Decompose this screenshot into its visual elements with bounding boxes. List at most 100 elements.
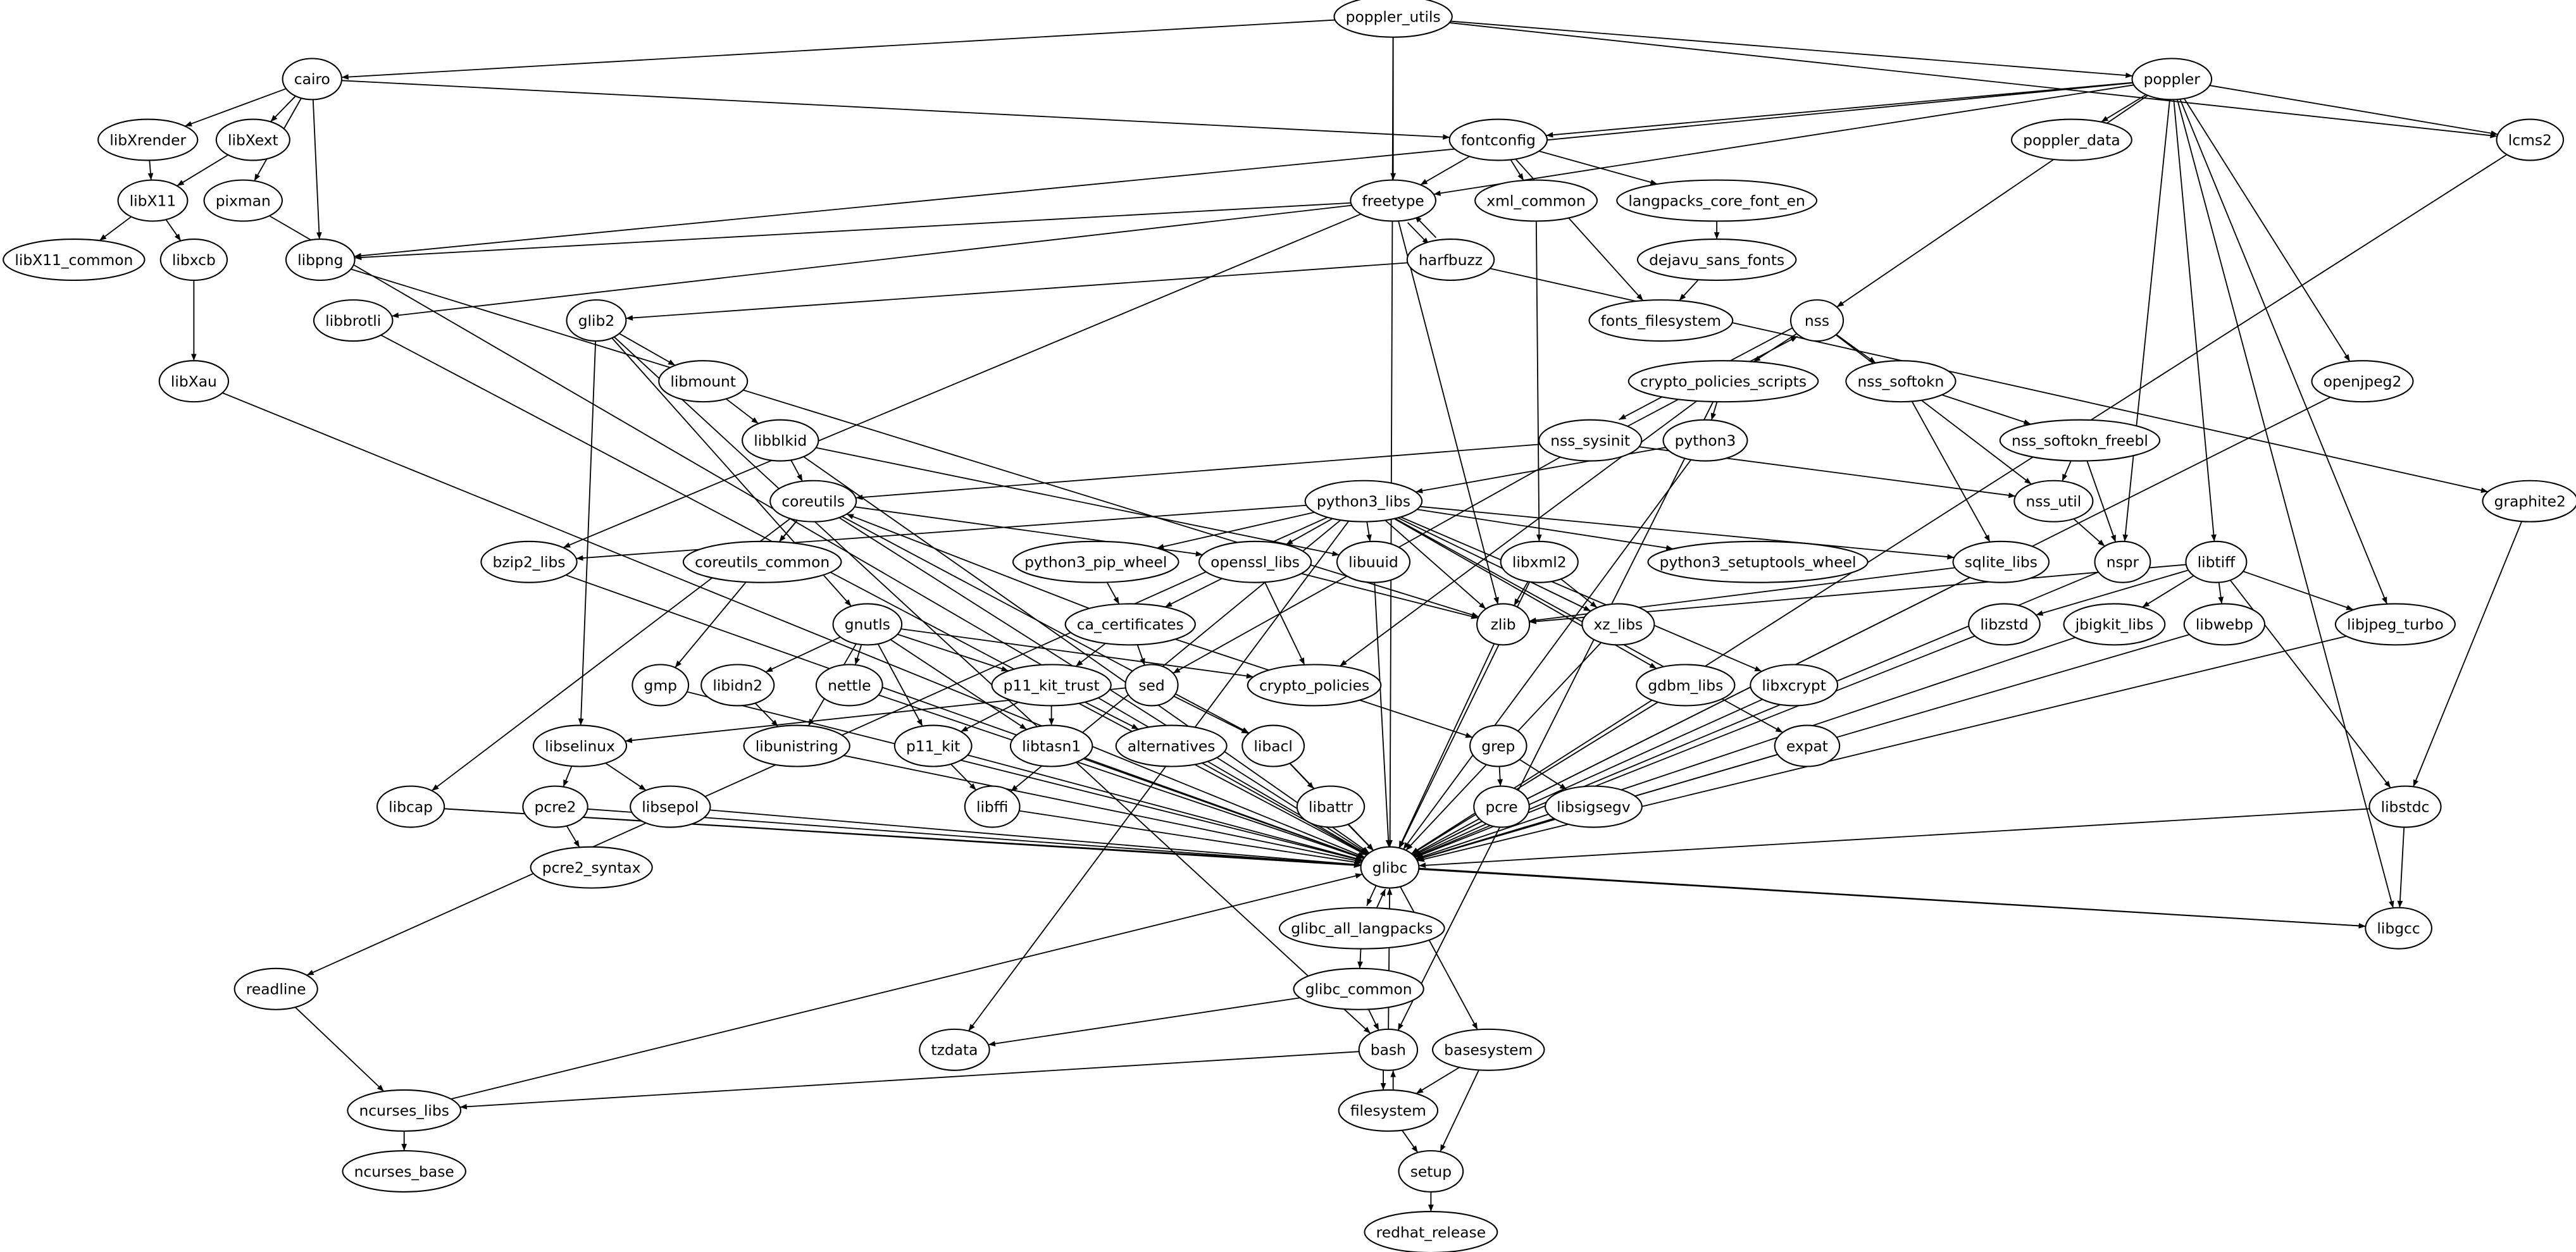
node-fonts-filesystem[interactable]: fonts_filesystem xyxy=(1588,299,1734,342)
node-pcre2[interactable]: pcre2 xyxy=(522,785,588,828)
node-libX11-common[interactable]: libX11_common xyxy=(3,239,146,282)
node-libzstd[interactable]: libzstd xyxy=(1968,603,2041,646)
node-libxcrypt[interactable]: libxcrypt xyxy=(1750,664,1839,707)
node-ca-certificates[interactable]: ca_certificates xyxy=(1064,603,1196,646)
node-crypto-policies-scripts[interactable]: crypto_policies_scripts xyxy=(1627,360,1819,403)
node-libmount[interactable]: libmount xyxy=(658,360,749,403)
node-p11-kit-trust[interactable]: p11_kit_trust xyxy=(991,664,1112,707)
node-nss[interactable]: nss xyxy=(1789,299,1845,342)
node-libXext[interactable]: libXext xyxy=(215,118,290,161)
node-libtiff[interactable]: libtiff xyxy=(2185,540,2248,583)
node-nss-softokn-freebl[interactable]: nss_softokn_freebl xyxy=(1999,419,2161,462)
node-libXau[interactable]: libXau xyxy=(158,360,230,403)
node-libX11[interactable]: libX11 xyxy=(117,179,189,222)
node-jbigkit-libs[interactable]: jbigkit_libs xyxy=(2063,603,2166,646)
node-glib2[interactable]: glib2 xyxy=(566,299,627,342)
node-coreutils[interactable]: coreutils xyxy=(769,480,857,523)
node-basesystem[interactable]: basesystem xyxy=(1431,1028,1545,1071)
node-label: lcms2 xyxy=(2508,131,2552,149)
node-libtasn1[interactable]: libtasn1 xyxy=(1009,724,1093,767)
node-grep[interactable]: grep xyxy=(1469,724,1528,767)
node-poppler-data[interactable]: poppler_data xyxy=(2010,118,2132,161)
node-freetype[interactable]: freetype xyxy=(1350,179,1437,222)
node-glibc-common[interactable]: glibc_common xyxy=(1293,967,1424,1010)
node-coreutils-common[interactable]: coreutils_common xyxy=(682,540,842,583)
node-python3-setuptools-wheel[interactable]: python3_setuptools_wheel xyxy=(1647,540,1869,583)
node-pixman[interactable]: pixman xyxy=(203,179,283,222)
node-python3-pip-wheel[interactable]: python3_pip_wheel xyxy=(1012,540,1179,583)
node-libselinux[interactable]: libselinux xyxy=(532,724,628,767)
node-nss-softokn[interactable]: nss_softokn xyxy=(1845,360,1957,403)
node-libacl[interactable]: libacl xyxy=(1241,724,1305,767)
edge-libselinux-to-pcre2 xyxy=(563,765,573,788)
node-filesystem[interactable]: filesystem xyxy=(1338,1089,1439,1132)
node-libattr[interactable]: libattr xyxy=(1296,785,1366,828)
node-libffi[interactable]: libffi xyxy=(964,785,1021,828)
node-xml-common[interactable]: xml_common xyxy=(1474,179,1598,222)
node-harfbuzz[interactable]: harfbuzz xyxy=(1406,239,1495,282)
node-tzdata[interactable]: tzdata xyxy=(919,1028,990,1071)
node-libgcc[interactable]: libgcc xyxy=(2365,907,2432,950)
node-langpacks-core-font-en[interactable]: langpacks_core_font_en xyxy=(1616,179,1818,222)
node-nettle[interactable]: nettle xyxy=(815,664,883,707)
node-alternatives[interactable]: alternatives xyxy=(1115,724,1228,767)
node-pcre[interactable]: pcre xyxy=(1473,785,1530,828)
node-libwebp[interactable]: libwebp xyxy=(2183,603,2266,646)
edge-openssl_libs-to-crypto_policies xyxy=(1264,581,1305,666)
node-openjpeg2[interactable]: openjpeg2 xyxy=(2311,360,2414,403)
node-libbrotli[interactable]: libbrotli xyxy=(313,299,394,342)
node-label: readline xyxy=(246,981,306,998)
node-shape xyxy=(566,299,627,342)
node-libxml2[interactable]: libxml2 xyxy=(1500,540,1579,583)
node-redhat-release[interactable]: redhat_release xyxy=(1364,1211,1498,1252)
node-crypto-policies[interactable]: crypto_policies xyxy=(1247,664,1382,707)
node-glibc-all-langpacks[interactable]: glibc_all_langpacks xyxy=(1278,907,1445,950)
node-gdbm-libs[interactable]: gdbm_libs xyxy=(1636,664,1736,707)
node-sqlite-libs[interactable]: sqlite_libs xyxy=(1952,540,2050,583)
node-libstdc[interactable]: libstdc xyxy=(2368,785,2442,828)
node-poppler-utils[interactable]: poppler_utils xyxy=(1333,0,1453,38)
node-dejavu-sans-fonts[interactable]: dejavu_sans_fonts xyxy=(1636,239,1797,282)
node-libjpeg-turbo[interactable]: libjpeg_turbo xyxy=(2334,603,2456,646)
node-zlib[interactable]: zlib xyxy=(1476,603,1531,646)
edge-filesystem-to-setup xyxy=(1402,1130,1419,1153)
node-ncurses-base[interactable]: ncurses_base xyxy=(342,1150,466,1193)
node-libblkid[interactable]: libblkid xyxy=(742,419,819,462)
node-gnutls[interactable]: gnutls xyxy=(832,603,903,646)
node-expat[interactable]: expat xyxy=(1774,724,1841,767)
node-cairo[interactable]: cairo xyxy=(282,58,343,101)
node-libsepol[interactable]: libsepol xyxy=(630,785,711,828)
node-setup[interactable]: setup xyxy=(1398,1150,1464,1193)
node-bzip2-libs[interactable]: bzip2_libs xyxy=(480,540,578,583)
node-gmp[interactable]: gmp xyxy=(632,664,690,707)
node-poppler[interactable]: poppler xyxy=(2131,58,2213,101)
node-libpng[interactable]: libpng xyxy=(285,239,356,282)
node-p11-kit[interactable]: p11_kit xyxy=(893,724,973,767)
node-glibc[interactable]: glibc xyxy=(1360,846,1420,889)
node-label: graphite2 xyxy=(2494,492,2566,510)
node-xz-libs[interactable]: xz_libs xyxy=(1581,603,1655,646)
node-shape xyxy=(2183,603,2266,646)
node-fontconfig[interactable]: fontconfig xyxy=(1448,118,1548,161)
node-libunistring[interactable]: libunistring xyxy=(743,724,850,767)
node-readline[interactable]: readline xyxy=(233,967,318,1010)
node-lcms2[interactable]: lcms2 xyxy=(2496,118,2565,161)
node-libXrender[interactable]: libXrender xyxy=(97,118,199,161)
node-libcap[interactable]: libcap xyxy=(376,785,445,828)
node-sed[interactable]: sed xyxy=(1124,664,1179,707)
node-libxcb[interactable]: libxcb xyxy=(159,239,228,282)
node-nss-util[interactable]: nss_util xyxy=(2013,480,2094,523)
node-nspr[interactable]: nspr xyxy=(2094,540,2151,583)
node-libidn2[interactable]: libidn2 xyxy=(700,664,775,707)
node-python3[interactable]: python3 xyxy=(1662,419,1748,462)
node-pcre2-syntax[interactable]: pcre2_syntax xyxy=(530,846,653,889)
node-bash[interactable]: bash xyxy=(1358,1028,1419,1071)
node-ncurses-libs[interactable]: ncurses_libs xyxy=(347,1089,462,1132)
node-graphite2[interactable]: graphite2 xyxy=(2482,480,2576,523)
node-libsigsegv[interactable]: libsigsegv xyxy=(1544,785,1643,828)
node-label: python3_setuptools_wheel xyxy=(1660,554,1857,571)
node-python3-libs[interactable]: python3_libs xyxy=(1304,480,1423,523)
node-openssl-libs[interactable]: openssl_libs xyxy=(1198,540,1312,583)
node-nss-sysinit[interactable]: nss_sysinit xyxy=(1538,419,1643,462)
node-libuuid[interactable]: libuuid xyxy=(1336,540,1411,583)
